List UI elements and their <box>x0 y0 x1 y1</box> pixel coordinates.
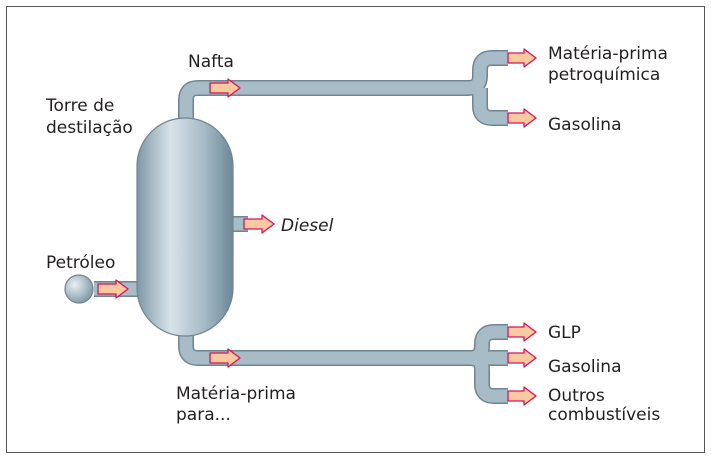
input-sphere <box>64 274 94 304</box>
label-gasolina-top: Gasolina <box>548 115 622 135</box>
distillation-tower <box>136 117 234 337</box>
label-bottom-line1: Matéria-prima <box>176 384 296 404</box>
label-tower-line1: Torre de <box>46 96 115 116</box>
label-nafta: Nafta <box>188 52 234 72</box>
label-petroleo: Petróleo <box>46 253 116 273</box>
arrow-gasolina-bottom <box>507 348 537 368</box>
arrow-glp <box>507 322 537 342</box>
label-diesel: Diesel <box>281 216 334 236</box>
arrow-nafta <box>209 78 241 98</box>
label-glp: GLP <box>548 323 581 343</box>
label-gasolina-bottom: Gasolina <box>548 357 622 377</box>
label-petroquimica-line1: Matéria-prima <box>548 44 668 64</box>
label-outros-line2: combustíveis <box>548 405 661 425</box>
label-outros-line1: Outros <box>548 386 605 406</box>
arrow-outros <box>507 386 537 406</box>
label-tower-line2: destilação <box>46 118 133 138</box>
flow-arrows <box>97 48 537 406</box>
label-petroquimica-line2: petroquímica <box>548 65 661 85</box>
arrow-bottom <box>209 348 241 368</box>
arrow-petroquimica <box>507 48 537 68</box>
arrow-input <box>97 279 129 299</box>
arrow-diesel <box>243 214 275 234</box>
diagram-border <box>6 6 705 453</box>
arrow-gasolina-top <box>507 108 537 128</box>
label-bottom-line2: para... <box>176 405 231 425</box>
